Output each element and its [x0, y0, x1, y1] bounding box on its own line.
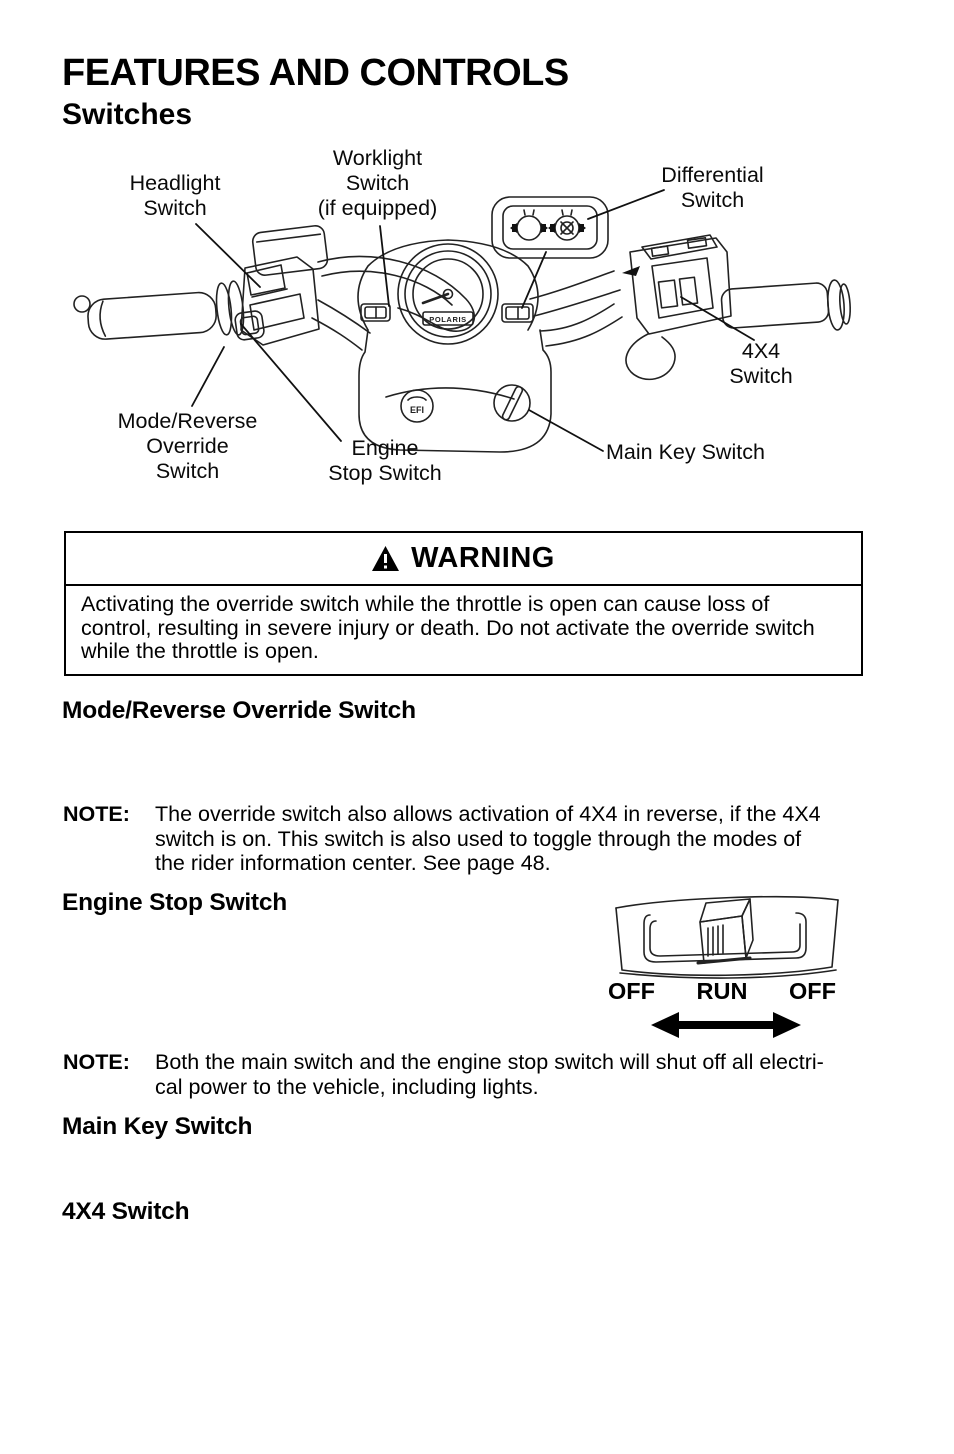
note-text-mode-reverse: The override switch also allows activati…	[155, 802, 821, 875]
warning-box: WARNING Activating the override switch w…	[64, 531, 863, 676]
warning-title: WARNING	[411, 542, 555, 574]
gauge-brand-text: POLARIS	[429, 315, 467, 324]
heading-engine-stop-switch: Engine Stop Switch	[62, 889, 288, 916]
heading-main-key-switch: Main Key Switch	[62, 1113, 253, 1140]
page-title: FEATURES AND CONTROLS	[62, 52, 569, 94]
note-text-engine-stop: Both the main switch and the engine stop…	[155, 1050, 824, 1099]
note-label: NOTE:	[63, 802, 130, 826]
warning-triangle-icon	[372, 546, 400, 571]
warning-header: WARNING	[66, 533, 861, 586]
differential-unlocked-icon	[510, 209, 548, 241]
differential-locked-icon	[548, 209, 586, 241]
handlebar-diagram: POLARIS EFI	[73, 189, 851, 453]
stop-position-off-right: OFF	[788, 978, 836, 1004]
efi-badge-text: EFI	[410, 405, 424, 415]
stop-switch-position-labels: OFF RUN OFF	[608, 978, 836, 1005]
heading-4x4-switch: 4X4 Switch	[62, 1198, 190, 1225]
label-engine-stop-switch: Engine Stop Switch	[328, 436, 442, 485]
label-main-key-switch: Main Key Switch	[606, 440, 765, 464]
label-worklight-switch: Worklight Switch (if equipped)	[317, 146, 438, 220]
label-4x4-switch: 4X4 Switch	[729, 339, 793, 388]
engine-stop-switch-figure	[615, 895, 839, 979]
section-title-switches: Switches	[62, 98, 193, 131]
label-headlight-switch: Headlight Switch	[129, 171, 221, 220]
stop-position-off-left: OFF	[608, 978, 655, 1004]
warning-body-text: Activating the override switch while the…	[81, 592, 815, 663]
label-mode-reverse-override-switch: Mode/Reverse Override Switch	[117, 409, 258, 483]
differential-switch-inset	[491, 196, 609, 259]
stop-position-run: RUN	[696, 978, 748, 1004]
double-arrow-icon	[651, 1012, 801, 1038]
note-label: NOTE:	[63, 1050, 130, 1074]
heading-mode-reverse-override-switch: Mode/Reverse Override Switch	[62, 697, 416, 724]
label-differential-switch: Differential Switch	[661, 163, 764, 212]
